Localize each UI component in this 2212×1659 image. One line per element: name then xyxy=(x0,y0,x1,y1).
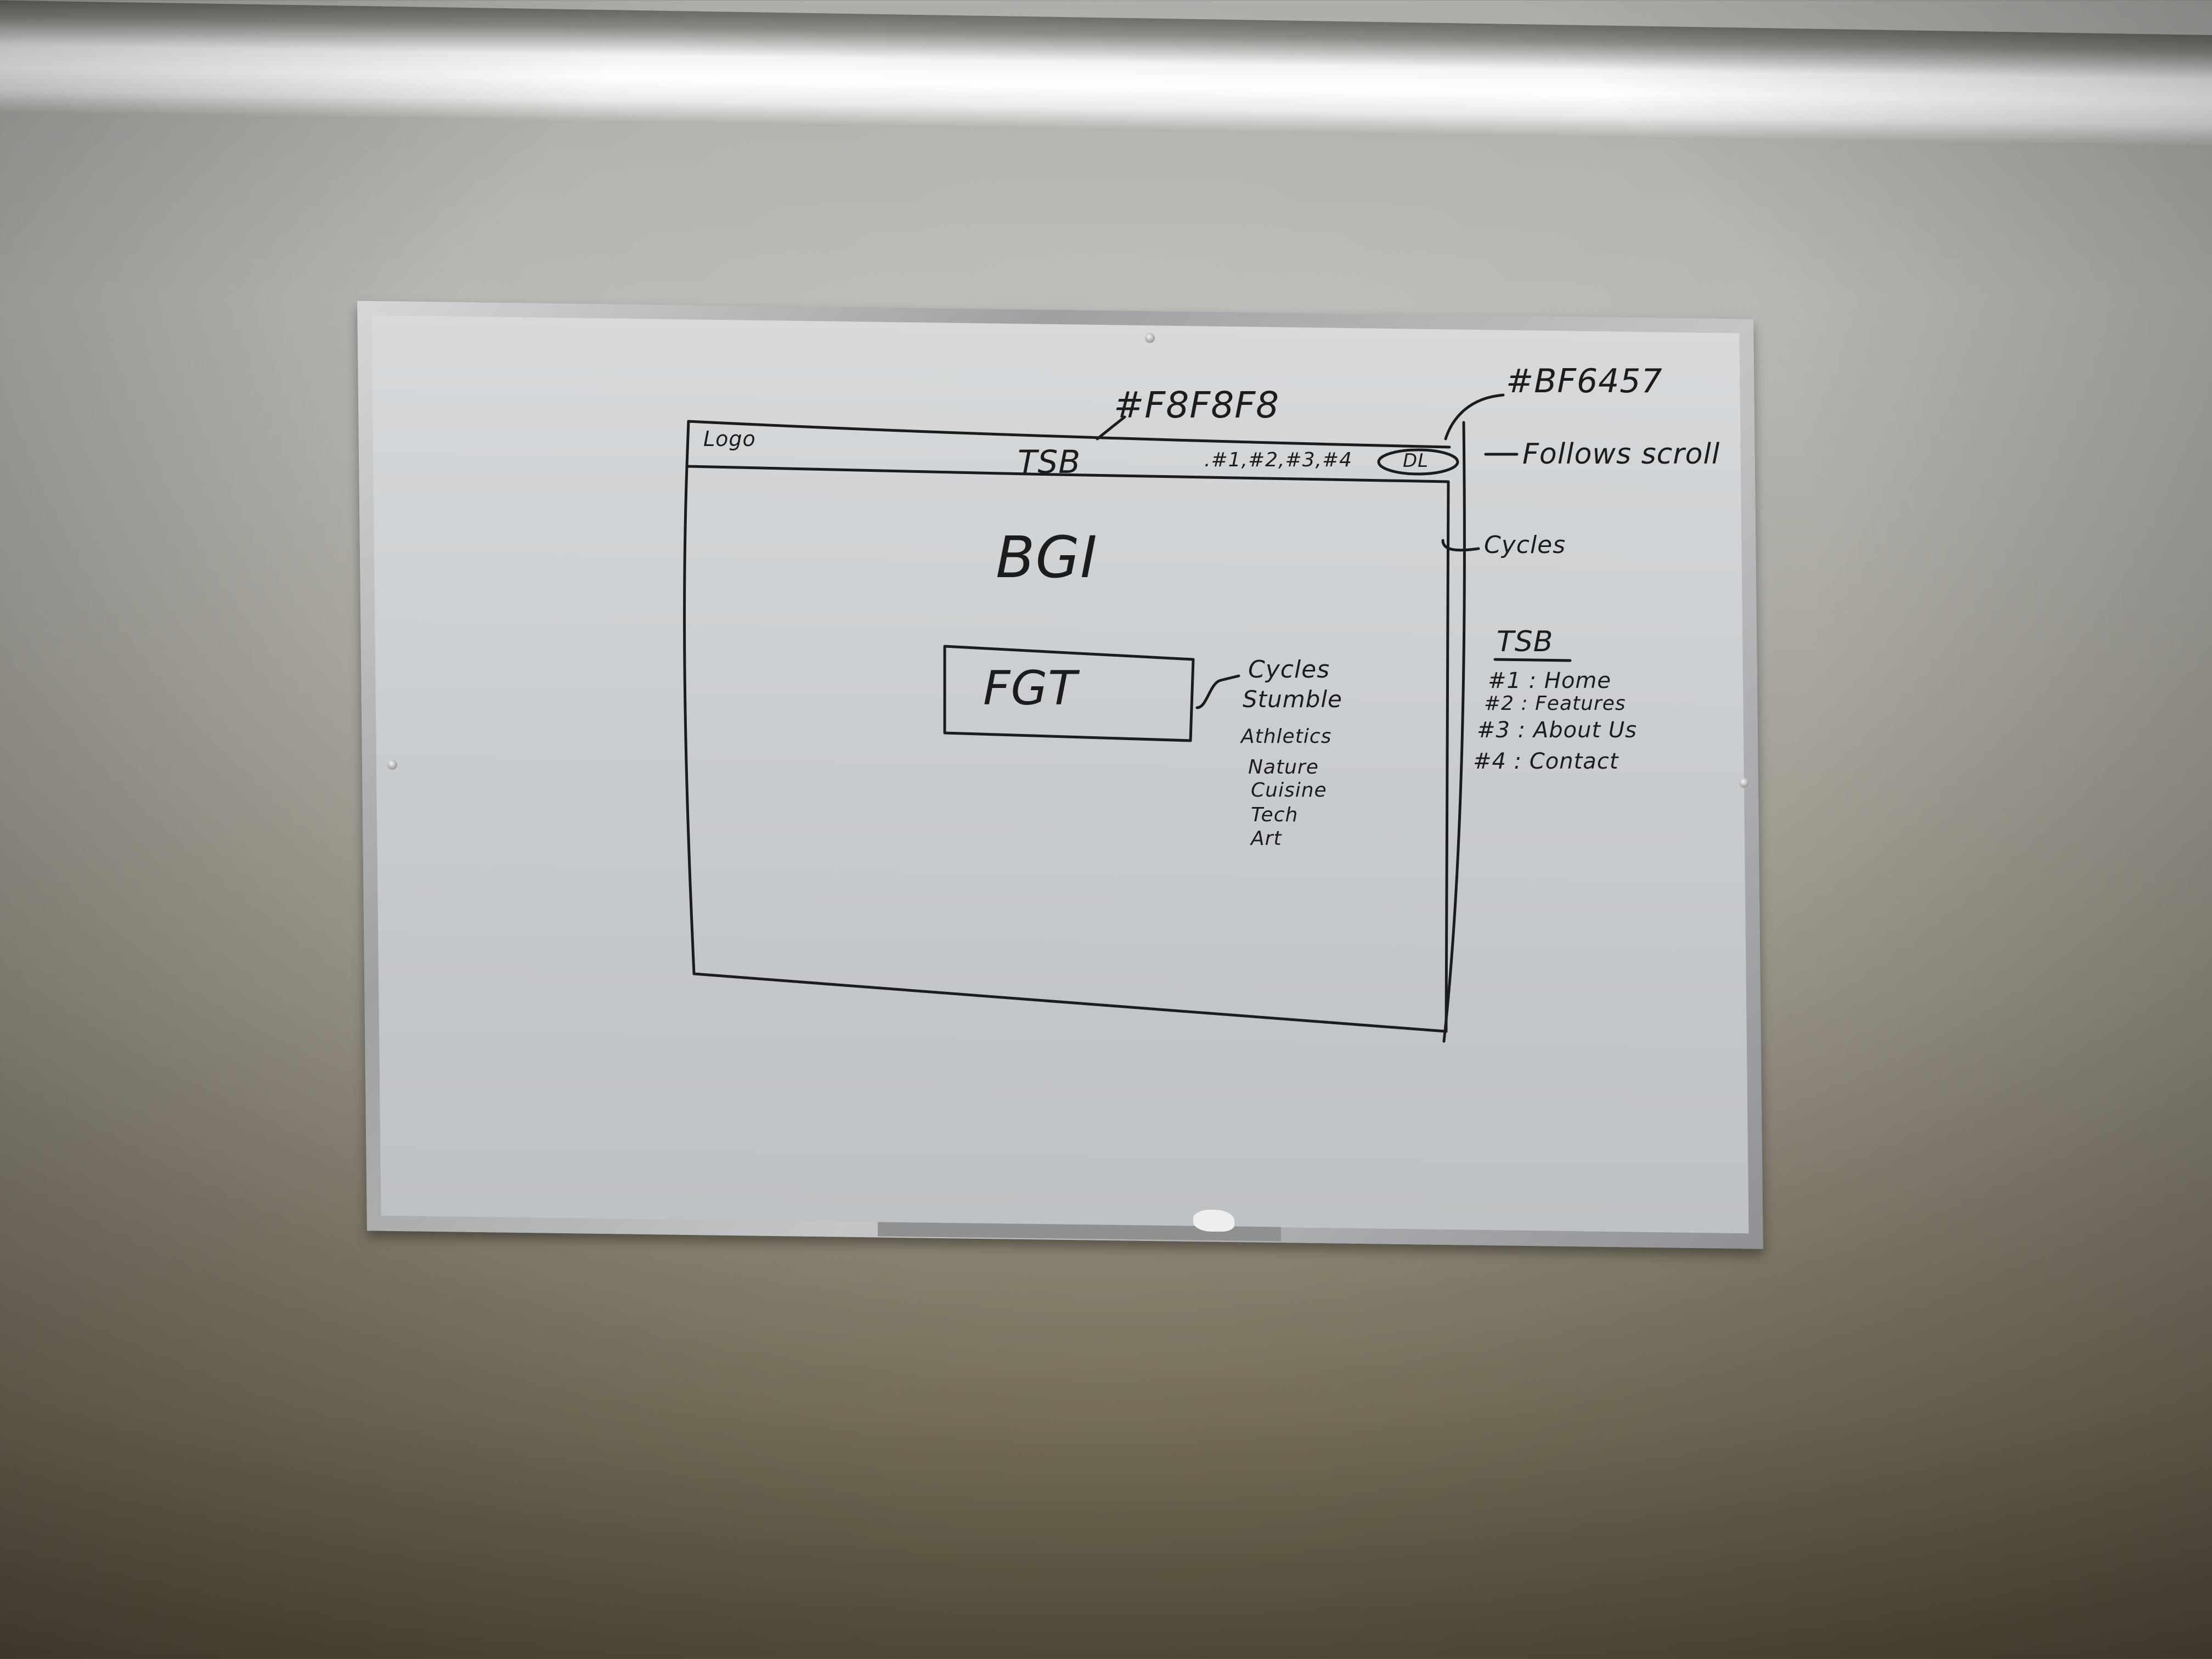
page-right-edge xyxy=(1444,480,1450,1033)
board-pin-right xyxy=(1739,778,1749,788)
fgt-note: Cycles xyxy=(1248,656,1330,684)
tsb-legend-item: #2 : Features xyxy=(1484,692,1626,715)
tsb-legend-title: TSB xyxy=(1497,625,1554,658)
accent-color-note: #BF6457 xyxy=(1506,362,1663,400)
fgt-note: Nature xyxy=(1248,756,1319,778)
dl-pill-label: DL xyxy=(1403,450,1429,472)
navbar-color-note: #F8F8F8 xyxy=(1114,384,1280,426)
tsb-legend-item: #3 : About Us xyxy=(1477,718,1637,743)
navbar-top-line xyxy=(687,420,1451,449)
nav-links-label: .#1,#2,#3,#4 xyxy=(1204,449,1353,471)
bgi-label: BGI xyxy=(996,524,1098,591)
logo-label: Logo xyxy=(703,427,756,451)
fgt-note: Cuisine xyxy=(1251,779,1327,802)
fgt-box xyxy=(943,645,1195,742)
bgi-cycles-note: Cycles xyxy=(1484,531,1566,559)
tsb-legend-item: #1 : Home xyxy=(1488,668,1611,693)
tissue xyxy=(1193,1210,1234,1232)
fgt-note: Tech xyxy=(1251,804,1299,826)
fgt-note: Stumble xyxy=(1243,686,1342,713)
legend-title-underline xyxy=(1493,658,1572,662)
fgt-note: Athletics xyxy=(1241,725,1332,748)
page-bottom-edge xyxy=(692,972,1448,1033)
dl-pill-outline xyxy=(1377,448,1459,476)
navbar-color-pointer xyxy=(1096,415,1126,441)
navbar-left-edge xyxy=(685,420,690,468)
bgi-cycles-pointer xyxy=(1441,539,1480,552)
navbar-bottom-line xyxy=(685,465,1450,483)
accent-color-pointer xyxy=(1444,393,1505,441)
fgt-note: Art xyxy=(1251,827,1282,850)
page-left-edge xyxy=(683,465,696,975)
fgt-label: FGT xyxy=(983,661,1077,716)
tsb-legend-item: #4 : Contact xyxy=(1473,749,1619,774)
fgt-bracket xyxy=(1195,674,1240,709)
right-divider xyxy=(1442,421,1466,1043)
board-pin-top xyxy=(1145,333,1155,343)
board-pin-left xyxy=(387,760,397,770)
follows-scroll-note: Follows scroll xyxy=(1522,438,1720,471)
brand-label: TSB xyxy=(1018,443,1081,481)
